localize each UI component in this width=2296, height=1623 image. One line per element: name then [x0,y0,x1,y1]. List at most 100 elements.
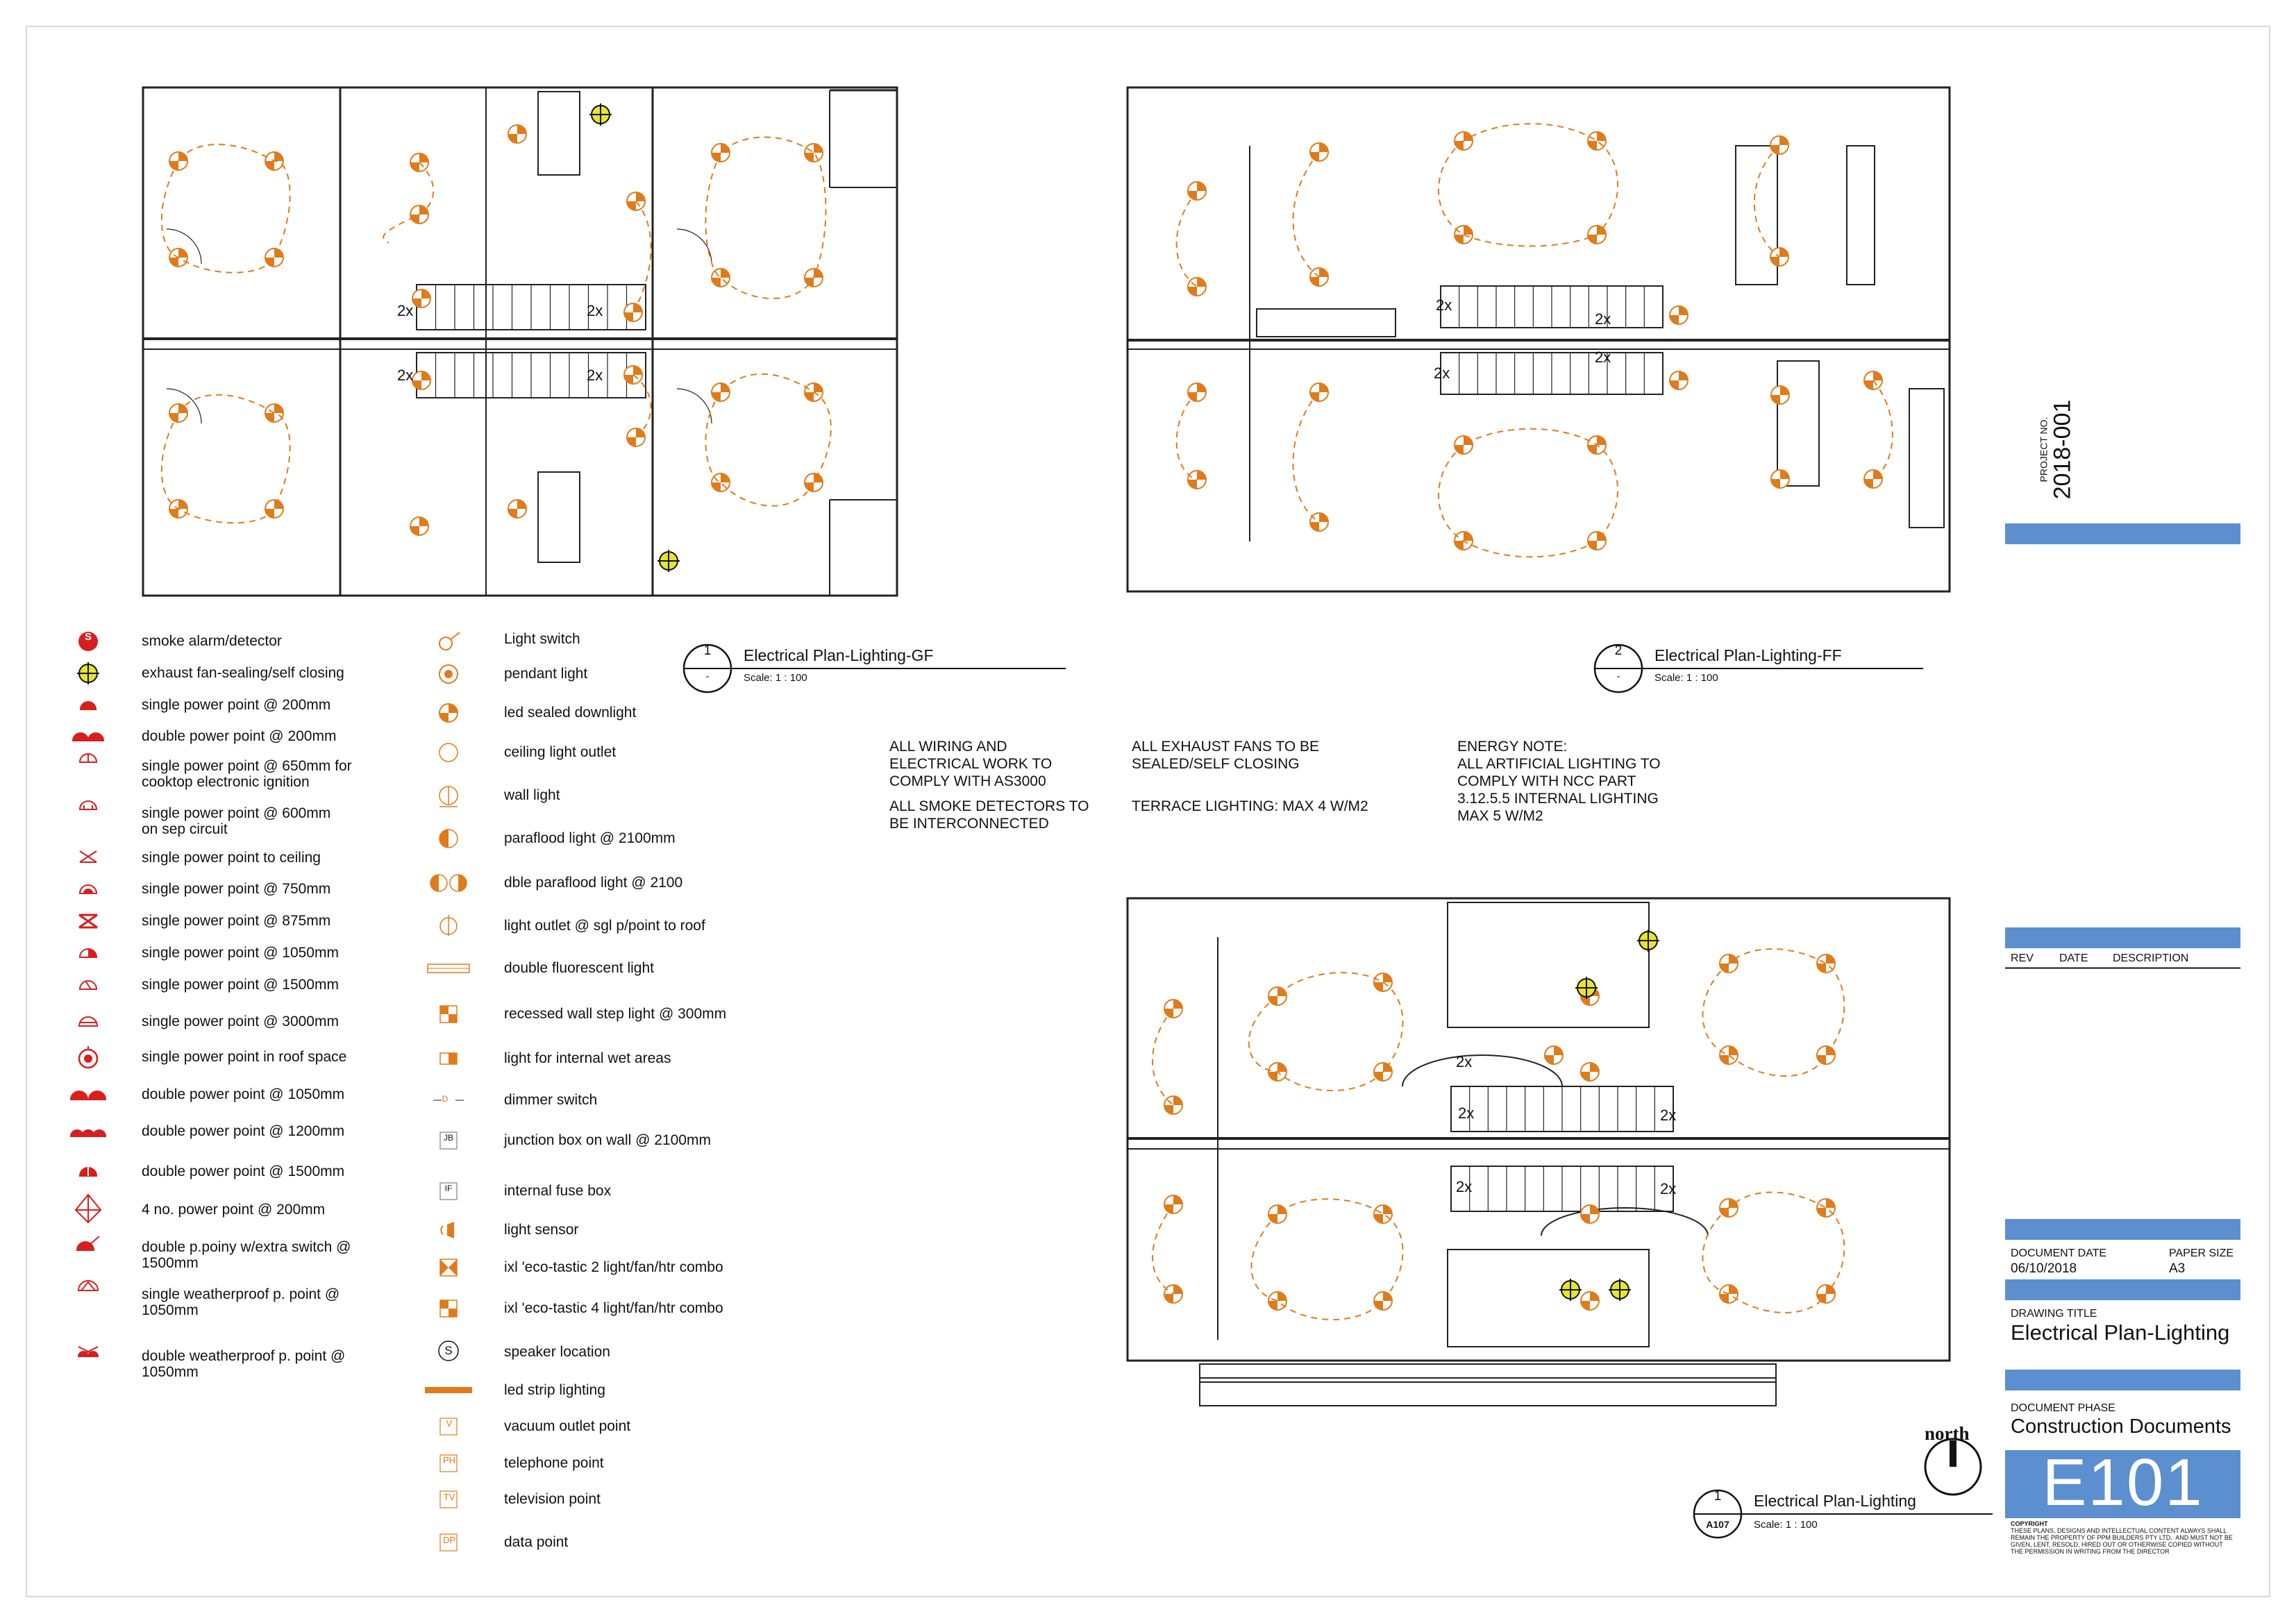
plan-number: 1 [1713,1489,1722,1504]
rev-rule [2005,967,2240,969]
note-terrace: TERRACE LIGHTING: MAX 4 W/M2 [1132,798,1368,814]
note-energy: ENERGY NOTE: ALL ARTIFICIAL LIGHTING TO … [1457,739,1661,824]
switch-wiring [1702,1191,1845,1313]
exhaust-fan-cross [1609,1279,1631,1301]
title-band [2005,1219,2240,1240]
downlight-icon [412,371,431,390]
downlight-fill [1588,132,1606,150]
project-no-label: PROJECT NO. [2038,417,2050,482]
paraflood-fill [439,830,449,848]
legend-right-label: pendant light [504,666,588,682]
downlight-icon [508,499,527,519]
plan-sub: - [1616,671,1620,682]
downlight-fill [410,517,428,535]
junction-code: JB [443,1133,453,1143]
downlight-fill [712,269,730,287]
downlight-icon [1580,1204,1600,1224]
power-point-mark [83,805,93,809]
speaker-code: S [444,1344,453,1357]
pendant-light-core [444,670,453,678]
downlight-fill [1720,1285,1738,1303]
downlight-icon [1770,247,1789,267]
legend-left-label: smoke alarm/detector [142,633,282,649]
downlight-fill [412,371,430,389]
plan-scale: Scale: 1 : 100 [744,672,807,684]
legend-left-label: single power point @ 1050mm [142,945,339,961]
eco-2-combo-fill [440,1259,457,1276]
plan-tag: 2x [397,367,414,384]
legend-right-label: internal fuse box [504,1183,612,1199]
power-point-mark [87,1351,99,1357]
light-sensor-wave [440,1225,444,1235]
plan-scale: Scale: 1 : 100 [1754,1519,1818,1531]
legend-right-label: light for internal wet areas [504,1050,671,1066]
exhaust-fan-cross [589,103,612,126]
legend-right-label: junction box on wall @ 2100mm [504,1132,711,1148]
downlight-icon [1187,277,1207,296]
downlight-icon [412,289,431,308]
downlight-fill [1581,1063,1599,1081]
smoke-code: S [84,631,92,643]
sep-circuit-power-point-icon [78,800,98,810]
smoke-alarm-icon [78,632,98,651]
legend-right-label: recessed wall step light @ 300mm [504,1006,727,1022]
fuse-box-icon [439,1182,458,1200]
switch-wiring [1175,123,1618,287]
switch-wiring [383,162,435,244]
phase-label: DOCUMENT PHASE [2011,1402,2115,1414]
downlight-fill [1581,1205,1599,1223]
double-power-point-icon [72,732,90,741]
drawing-title: Electrical Plan-Lighting [2011,1320,2230,1345]
note-smoke: ALL SMOKE DETECTORS TO BE INTERCONNECTED [889,798,1089,832]
date-header: DATE [2059,952,2088,964]
legend-left-label: single power point to ceiling [142,850,321,866]
downlight-icon [1454,225,1473,244]
plan-tag: 2x [1458,1104,1475,1122]
downlight-fill [712,473,730,491]
switch-wiring [632,374,652,438]
plan-tag: 2x [1660,1180,1677,1197]
exhaust-fan-cross [657,550,680,572]
downlight-icon [1770,385,1790,405]
plan-gf-outline [142,86,898,597]
plan-tag: 2x [1595,310,1611,328]
light-switch-icon [439,637,453,650]
power-point-mark [89,1236,100,1245]
legend-right-label: dble paraflood light @ 2100 [504,875,683,891]
power-point-1500-icon [78,980,98,990]
legend-left-label: single power point in roof space [142,1049,347,1065]
project-number-block: PROJECT NO. 2018-001 [2019,389,2137,507]
legend-left-label: 4 no. power point @ 200mm [142,1202,326,1218]
legend-right-label: ixl 'eco-tastic 4 light/fan/htr combo [504,1300,723,1316]
landing-arc [1541,1207,1709,1236]
plan-title-rule [1743,1513,1993,1515]
plan-sub: - [705,671,710,682]
plan-title: Electrical Plan-Lighting-FF [1654,646,1842,664]
legend-left-label: double power point @ 1500mm [142,1163,345,1179]
plan-tag: 2x [587,367,603,384]
bathroom [1447,902,1650,1028]
legend-right-label: led strip lighting [504,1382,605,1398]
downlight-fill [1268,1292,1287,1310]
single-power-point-icon [79,701,97,710]
led-strip-icon [425,1387,472,1393]
downlight-fill [1374,1205,1392,1223]
power-point-3000-icon [78,1016,99,1027]
downlight-icon [1309,512,1329,532]
double-power-point-icon [87,732,105,741]
downlight-icon [711,473,730,492]
legend-right-label: telephone point [504,1455,604,1471]
outlet-box-icon [439,1533,458,1551]
power-point-mark [88,949,97,957]
exhaust-fan-cross [1575,977,1598,999]
downlight-icon [265,403,284,423]
double-paraflood-fill [458,875,467,891]
power-point-mark [81,1281,96,1291]
kitchen-island [1777,360,1820,487]
downlight-icon [1587,131,1607,151]
description-header: DESCRIPTION [2113,952,2189,964]
switch-wiring [1250,1198,1404,1320]
legend-left-label: exhaust fan-sealing/self closing [142,665,344,681]
data-code: DP [442,1535,456,1545]
